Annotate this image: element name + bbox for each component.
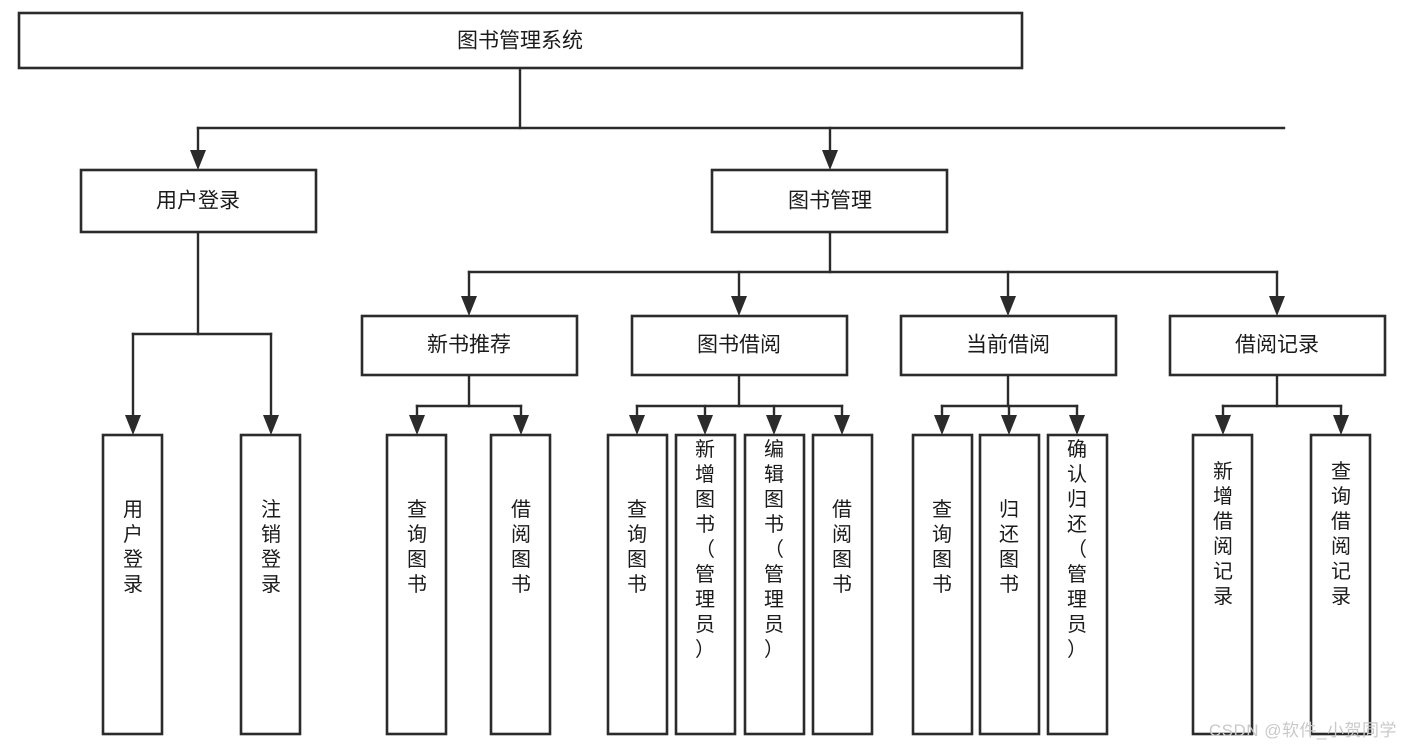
node-borrow-record[interactable]: 借阅记录 — [1168, 314, 1387, 377]
leaf-node-user-login[interactable]: 用户登录 — [101, 433, 164, 736]
node-root-box — [17, 11, 1024, 70]
node-root-system[interactable]: 图书管理系统 — [17, 11, 1024, 70]
connector-group-root — [190, 66, 1286, 170]
leaf-node-bb-add-book[interactable]: 新增图书（管理员） — [674, 433, 737, 736]
leaf-bb-query-book-box — [606, 433, 669, 736]
arrow-head-borrow-record — [1269, 296, 1285, 316]
arrow-head-leaf-user-login — [125, 415, 141, 435]
node-book-borrow-box — [630, 314, 849, 377]
leaf-bb-borrow-book-label: 借阅图书 — [832, 498, 852, 596]
arrow-head-book-borrow — [731, 296, 747, 316]
leaf-bb-query-book-label: 查询图书 — [627, 498, 647, 596]
leaf-nb-borrow-book-label: 借阅图书 — [511, 498, 531, 596]
leaf-node-bb-borrow-book[interactable]: 借阅图书 — [811, 433, 874, 736]
connector-group-user-login — [125, 230, 279, 435]
node-book-management-label: 图书管理 — [788, 190, 872, 213]
leaf-br-query-record-label: 查询借阅记录 — [1331, 460, 1351, 608]
node-new-book-recommend-box — [360, 314, 579, 377]
connector-group-new-book — [409, 373, 529, 435]
leaf-bb-edit-book-label: 编辑图书（管理员） — [764, 438, 784, 661]
leaf-cb-query-book-label: 查询图书 — [932, 498, 952, 596]
node-user-login-label: 用户登录 — [156, 190, 240, 213]
node-book-management[interactable]: 图书管理 — [710, 168, 949, 234]
arrow-head-book-mgmt — [822, 150, 838, 170]
arrow-head-bb-add-book — [697, 415, 713, 435]
leaf-node-cb-query-book[interactable]: 查询图书 — [911, 433, 974, 736]
node-book-borrow[interactable]: 图书借阅 — [630, 314, 849, 377]
leaf-user-login-label: 用户登录 — [123, 499, 143, 596]
leaf-cb-confirm-return-box — [1046, 433, 1109, 736]
node-book-borrow-label: 图书借阅 — [697, 334, 781, 357]
leaf-node-nb-borrow-book[interactable]: 借阅图书 — [489, 433, 552, 736]
connector-group-book-borrow — [629, 373, 850, 435]
arrow-head-bb-edit-book — [766, 415, 782, 435]
arrow-head-br-add-record — [1215, 415, 1231, 435]
arrow-head-nb-borrow-book — [513, 415, 529, 435]
arrow-head-new-book — [461, 296, 477, 316]
leaf-bb-add-book-box — [674, 433, 737, 736]
arrow-head-user-login — [190, 150, 206, 170]
arrow-head-nb-query-book — [409, 415, 425, 435]
leaf-logout-label: 注销登录 — [261, 498, 281, 596]
node-root-label: 图书管理系统 — [457, 30, 583, 53]
leaf-nb-query-book-box — [385, 433, 448, 736]
arrow-head-br-query-record — [1333, 415, 1349, 435]
leaf-node-nb-query-book[interactable]: 查询图书 — [385, 433, 448, 736]
leaf-br-add-record-box — [1191, 433, 1254, 736]
leaf-cb-query-book-box — [911, 433, 974, 736]
leaf-node-bb-query-book[interactable]: 查询图书 — [606, 433, 669, 736]
leaf-node-cb-return-book[interactable]: 归还图书 — [978, 433, 1041, 736]
leaf-br-query-record-box — [1309, 433, 1372, 736]
leaf-bb-edit-book-box — [743, 433, 806, 736]
node-current-borrow-label: 当前借阅 — [966, 334, 1050, 357]
arrow-head-bb-query-book — [629, 415, 645, 435]
node-user-login-box — [79, 168, 318, 234]
leaf-node-cb-confirm-return[interactable]: 确认归还（管理员） — [1046, 433, 1109, 736]
leaf-node-br-query-record[interactable]: 查询借阅记录 — [1309, 433, 1372, 736]
leaf-user-login-box — [101, 433, 164, 736]
arrow-head-cb-query-book — [934, 415, 950, 435]
node-user-login[interactable]: 用户登录 — [79, 168, 318, 234]
arrow-head-bb-borrow-book — [834, 415, 850, 435]
node-current-borrow-box — [899, 314, 1118, 377]
node-book-management-box — [710, 168, 949, 234]
leaf-node-br-add-record[interactable]: 新增借阅记录 — [1191, 433, 1254, 736]
leaf-node-logout[interactable]: 注销登录 — [239, 433, 302, 736]
arrow-head-cb-confirm-return — [1069, 415, 1085, 435]
csdn-watermark: CSDN @软件_小贺同学 — [1208, 721, 1397, 740]
leaf-node-bb-edit-book[interactable]: 编辑图书（管理员） — [743, 433, 806, 736]
connector-group-current-borrow — [934, 373, 1085, 435]
leaf-br-add-record-label: 新增借阅记录 — [1213, 460, 1233, 608]
leaf-cb-return-book-box — [978, 433, 1041, 736]
node-borrow-record-label: 借阅记录 — [1235, 334, 1319, 357]
node-current-borrow[interactable]: 当前借阅 — [899, 314, 1118, 377]
leaf-nb-query-book-label: 查询图书 — [407, 498, 427, 596]
leaf-bb-borrow-book-box — [811, 433, 874, 736]
leaf-nb-borrow-book-box — [489, 433, 552, 736]
arrow-head-leaf-logout — [263, 415, 279, 435]
leaf-bb-add-book-label: 新增图书（管理员） — [695, 438, 715, 661]
node-borrow-record-box — [1168, 314, 1387, 377]
leaf-cb-return-book-label: 归还图书 — [999, 498, 1019, 596]
leaf-cb-confirm-return-label: 确认归还（管理员） — [1067, 438, 1087, 661]
leaf-logout-box — [239, 433, 302, 736]
node-new-book-recommend[interactable]: 新书推荐 — [360, 314, 579, 377]
arrow-head-cb-return-book — [1001, 415, 1017, 435]
connector-group-borrow-record — [1215, 373, 1349, 435]
connector-group-book-mgmt — [461, 230, 1285, 316]
arrow-head-current-borrow — [1000, 296, 1016, 316]
node-new-book-recommend-label: 新书推荐 — [427, 334, 511, 357]
